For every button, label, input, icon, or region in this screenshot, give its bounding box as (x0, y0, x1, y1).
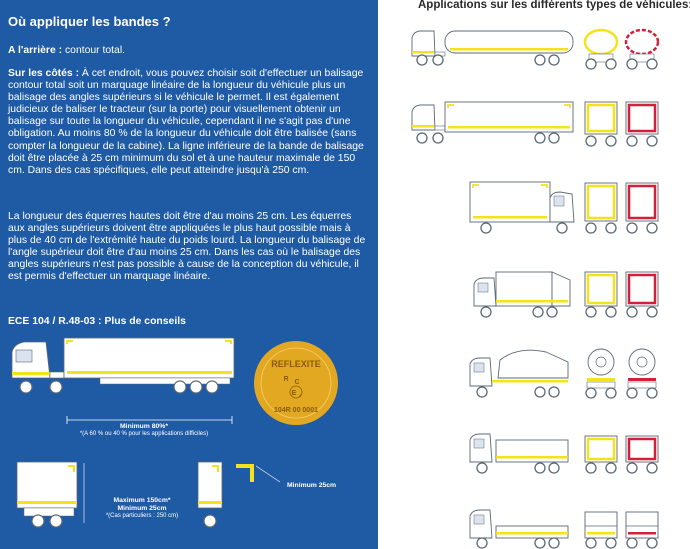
trailer-side-detail (16, 461, 78, 528)
box-truck-rear-yellow (584, 182, 618, 234)
box-truck-side (469, 181, 575, 234)
ece-heading: ECE 104 / R.48-03 : Plus de conseils (8, 316, 186, 327)
garbage-truck-side (473, 271, 571, 318)
box-truck-rear-red (625, 182, 659, 234)
vehicle-types-panel: Applications sur les différents types de… (378, 0, 690, 549)
tipper-truck-rear-yellow (584, 435, 618, 474)
semi-trailer-side (411, 101, 574, 144)
concrete-mixer-rear-yellow (585, 348, 617, 399)
arriere-text: A l'arrière : contour total. (8, 45, 125, 56)
minimum-25-right-label: Minimum 25cm (287, 482, 336, 489)
seal-r: R (283, 376, 288, 383)
arriere-label: A l'arrière : (8, 45, 63, 56)
minimum-80-label: Minimum 80%* (120, 423, 168, 430)
vehicle-types-grid (411, 28, 660, 549)
info-panel: Où appliquer les bandes ? A l'arrière : … (0, 0, 378, 549)
vehicle-types-title: Applications sur les différents types de… (418, 0, 690, 11)
concrete-mixer-side (469, 349, 569, 398)
seal-c: C (294, 379, 299, 386)
panel-heading: Où appliquer les bandes ? (8, 14, 171, 29)
tipper-truck-rear-red (625, 435, 659, 474)
arriere-body: contour total. (62, 45, 126, 56)
maximum-150-label: Maximum 150cm* (113, 497, 170, 504)
semi-trailer-rear-red (625, 101, 659, 147)
tipper-truck-side (469, 433, 569, 474)
tanker-truck-side (411, 30, 574, 66)
seal-e: E (292, 390, 297, 397)
flatbed-truck-side (469, 509, 569, 549)
cotes-body: À cet endroit, vous pouvez choisir soit … (8, 68, 364, 176)
seal-e-number: 4 (299, 393, 302, 398)
marking-diagram: Minimum 80%* *(A 60 % ou 40 % pour les a… (11, 337, 338, 528)
tanker-rear-yellow (583, 28, 619, 70)
trailer-corner-detail (197, 461, 254, 528)
trailer-truck-illustration (11, 337, 235, 394)
minimum-80-note: *(A 60 % ou 40 % pour les applications d… (80, 431, 208, 437)
flatbed-truck-rear-red (625, 511, 659, 549)
minimum-25-label: Minimum 25cm (117, 505, 166, 512)
flatbed-truck-rear-yellow (584, 511, 618, 549)
cotes-label: Sur les côtés : (8, 68, 80, 79)
garbage-truck-rear-yellow (584, 271, 618, 318)
seal-brand: REFLEXITE (271, 359, 321, 369)
reflexite-seal: REFLEXITE R C E 4 104R 00 0001 (254, 341, 338, 425)
seal-code: 104R 00 0001 (274, 407, 318, 414)
special-case-note: *(Cas particuliers : 250 cm) (106, 513, 178, 519)
equerres-paragraph: La longueur des équerres hautes doit êtr… (8, 211, 366, 283)
concrete-mixer-rear-red (626, 348, 658, 399)
garbage-truck-rear-red (625, 271, 659, 318)
cotes-paragraph: Sur les côtés : À cet endroit, vous pouv… (8, 68, 370, 177)
semi-trailer-rear-yellow (584, 101, 618, 147)
tanker-rear-red (624, 28, 660, 70)
